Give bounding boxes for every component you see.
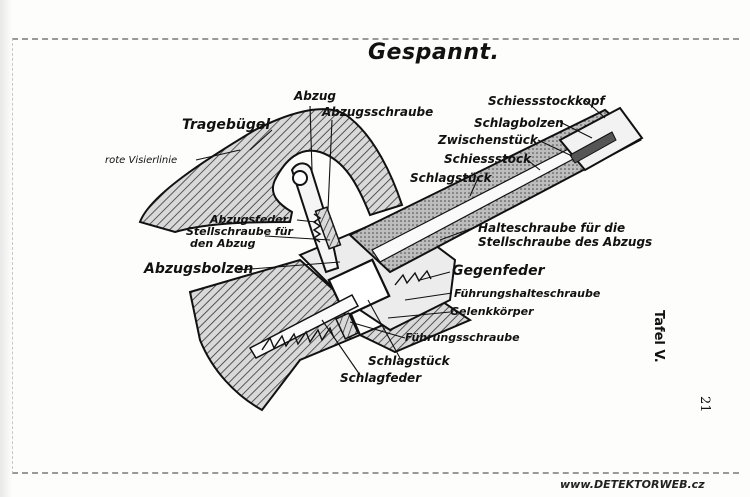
trigger-lever [290,162,340,274]
label-schlagstueck-top: Schlagstück [410,171,492,185]
carrying-handle-shape [138,108,404,234]
label-halteschraube-2: Stellschraube des Abzugs [478,235,653,249]
label-schlagfeder: Schlagfeder [340,371,422,385]
leader-lines [195,99,606,376]
label-fuehrungshalteschraube: Führungshalteschraube [454,287,601,300]
page-number: 21 [697,396,712,413]
label-schiessstock: Schiessstock [444,152,532,166]
firing-pin-tip [569,131,617,164]
plate-label: Tafel V. [651,310,666,363]
watermark: www.DETEKTORWEB.cz [560,478,705,491]
trigger-pivot [292,170,308,186]
counter-spring [394,269,432,286]
main-spring [261,326,335,351]
scan-edge [0,0,12,497]
label-abzugsbolzen: Abzugsbolzen [144,261,254,277]
label-schiessstockkopf: Schiessstockkopf [488,94,605,108]
label-rote-visierlinie: rote Visierlinie [105,155,178,166]
label-tragebuegel: Tragebügel [182,117,271,133]
label-abzug: Abzug [294,89,336,103]
label-stellschraube-1: Stellschraube für [186,225,293,238]
trigger-screw [314,206,342,250]
label-abzugsfeder: Abzugsfeder [210,213,289,226]
trigger-spring [312,213,322,243]
label-gelenkkoerper: Gelenkkörper [450,305,534,318]
page-frame [12,38,739,474]
label-abzugsschraube: Abzugsschraube [322,105,434,119]
label-stellschraube-2: den Abzug [190,237,256,250]
label-fuehrungsschraube: Führungsschraube [405,331,520,344]
label-zwischenstueck: Zwischenstück [438,133,538,147]
label-schlagstueck-bottom: Schlagstück [368,354,450,368]
label-halteschraube-1: Halteschraube für die [478,221,626,235]
label-gegenfeder: Gegenfeder [452,263,545,279]
label-schlagbolzen: Schlagbolzen [474,116,564,130]
diagram-title: Gespannt. [368,40,500,65]
